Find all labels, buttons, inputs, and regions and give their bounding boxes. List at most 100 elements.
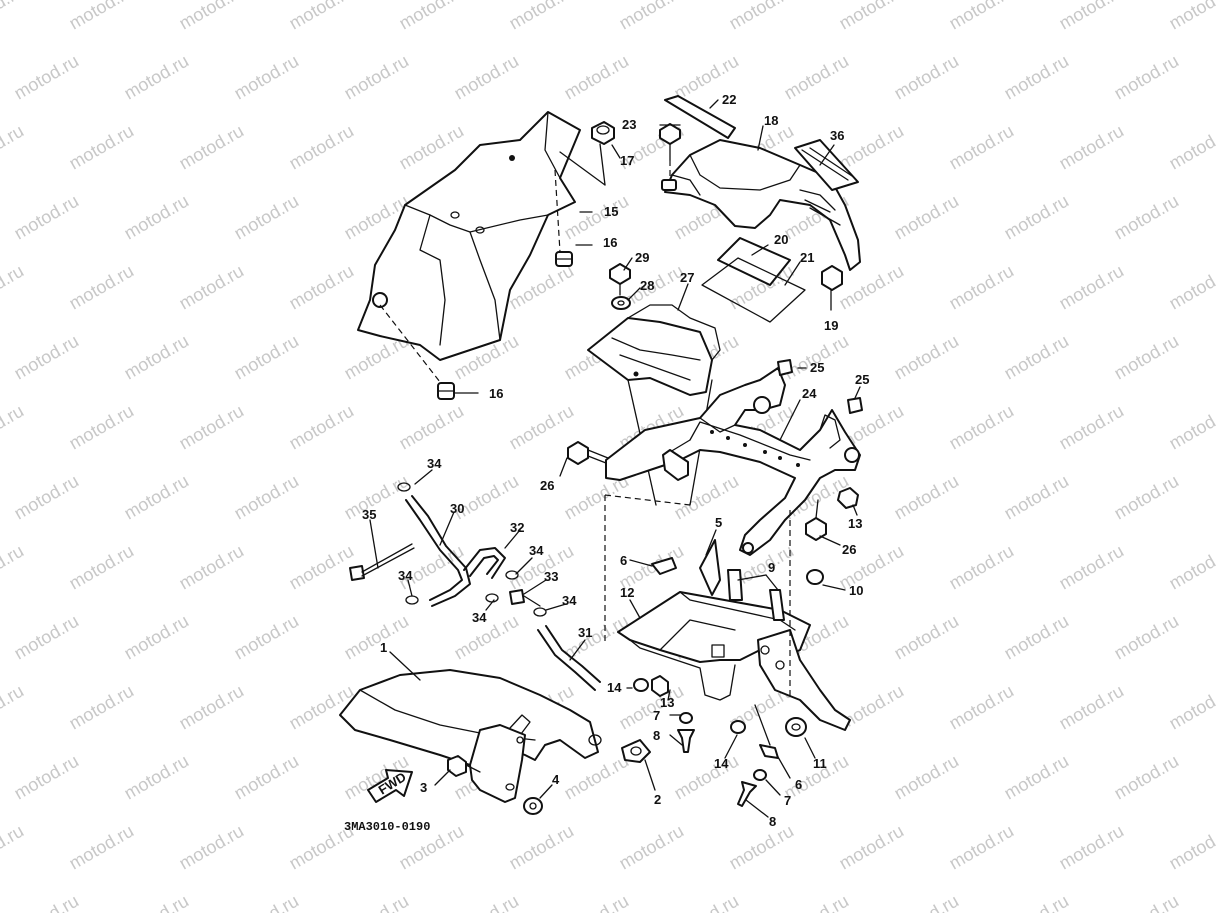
callout-34-d: 34 — [529, 543, 544, 558]
watermark-text: motod.ru — [1166, 821, 1217, 874]
callout-15: 15 — [604, 204, 618, 219]
part-16-bolt-upper — [555, 251, 573, 267]
callout-29: 29 — [635, 250, 649, 265]
watermark-text: motod.ru — [11, 611, 83, 664]
callout-17: 17 — [620, 153, 634, 168]
watermark-text: motod.ru — [176, 401, 248, 454]
part-26-bolt-right — [805, 499, 827, 541]
part-3-bolt — [447, 755, 481, 777]
callout-9: 9 — [768, 560, 775, 575]
part-18-tail-cowl — [664, 139, 861, 271]
watermark-text: motod.ru — [396, 401, 468, 454]
part-19-damper — [821, 265, 843, 291]
callout-12: 12 — [620, 585, 634, 600]
callout-6-upper: 6 — [620, 553, 627, 568]
watermark-text: motod.ru — [616, 0, 688, 33]
watermark-text: motod.ru — [1056, 821, 1128, 874]
watermark-text: motod.ru — [341, 891, 413, 913]
watermark-text: motod.ru — [286, 121, 358, 174]
watermark-text: motod.ru — [946, 681, 1018, 734]
watermark-text: motod.ru — [1056, 121, 1128, 174]
watermark-text: motod.ru — [946, 541, 1018, 594]
part-13-bolt-lower — [651, 675, 669, 697]
callout-35: 35 — [362, 507, 376, 522]
watermark-text: motod.ru — [1056, 0, 1128, 33]
callout-34-b: 34 — [398, 568, 413, 583]
callout-7-left: 7 — [653, 708, 660, 723]
watermark-text: motod.ru — [946, 261, 1018, 314]
callout-13-upper: 13 — [848, 516, 862, 531]
watermark-text: motod.ru — [1111, 331, 1183, 384]
watermark-text: motod.ru — [726, 821, 798, 874]
watermark-text: motod.ru — [671, 751, 743, 804]
callout-25-upper: 25 — [810, 360, 824, 375]
diagram-code: 3MA3010-0190 — [344, 820, 430, 834]
watermark-text: motod.ru — [561, 891, 633, 913]
part-13-nut-upper — [837, 487, 859, 509]
watermark-text: motod.ru — [1166, 541, 1217, 594]
watermark-text: motod.ru — [231, 611, 303, 664]
part-10-grommet — [785, 717, 807, 737]
callout-2: 2 — [654, 792, 661, 807]
watermark-text: motod.ru — [506, 401, 578, 454]
part-14-washer-left — [633, 678, 649, 692]
watermark-text: motod.ru — [1001, 331, 1073, 384]
watermark-text: motod.ru — [1166, 401, 1217, 454]
callout-18: 18 — [764, 113, 778, 128]
watermark-text: motod.ru — [561, 611, 633, 664]
watermark-text: motod.ru — [176, 541, 248, 594]
watermark-text: motod.ru — [781, 51, 853, 104]
part-11-grommet — [806, 569, 824, 585]
part-8-rivet-b — [737, 781, 757, 807]
callout-32: 32 — [510, 520, 524, 535]
watermark-text: motod.ru — [891, 51, 963, 104]
callout-16-upper: 16 — [603, 235, 617, 250]
watermark-text: motod.ru — [1056, 261, 1128, 314]
watermark-text: motod.ru — [231, 471, 303, 524]
callout-33: 33 — [544, 569, 558, 584]
watermark-text: motod.ru — [1111, 471, 1183, 524]
watermark-text: motod.ru — [946, 0, 1018, 33]
watermark-text: motod.ru — [836, 121, 908, 174]
watermark-text: motod.ru — [121, 51, 193, 104]
watermark-text: motod.ru — [0, 681, 27, 734]
callout-13-lower: 13 — [660, 695, 674, 710]
watermark-text: motod.ru — [891, 331, 963, 384]
watermark-text: motod.ru — [11, 51, 83, 104]
watermark-text: motod.ru — [1001, 611, 1073, 664]
watermark-text: motod.ru — [66, 121, 138, 174]
watermark-text: motod.ru — [286, 0, 358, 33]
callout-4: 4 — [552, 772, 560, 787]
watermark-text: motod.ru — [121, 331, 193, 384]
callout-23: 23 — [622, 117, 636, 132]
watermark-text: motod.ru — [451, 891, 523, 913]
watermark-text: motod.ru — [66, 0, 138, 33]
watermark-text: motod.ru — [1111, 191, 1183, 244]
watermark-text: motod.ru — [66, 681, 138, 734]
watermark-text: motod.ru — [341, 51, 413, 104]
part-8-rivet-a — [677, 729, 695, 753]
callout-25-lower: 25 — [855, 372, 869, 387]
watermark-text: motod.ru — [891, 611, 963, 664]
watermark-text: motod.ru — [891, 751, 963, 804]
watermark-text: motod.ru — [231, 51, 303, 104]
part-23-screw — [659, 123, 681, 191]
callout-11: 10 — [849, 583, 863, 598]
watermark-text: motod.ru — [0, 821, 27, 874]
part-17-nut — [559, 121, 615, 186]
callout-34-e: 34 — [562, 593, 577, 608]
watermark-text: motod.ru — [286, 541, 358, 594]
watermark-text: motod.ru — [176, 681, 248, 734]
watermark-text: motod.ru — [561, 51, 633, 104]
watermark-text: motod.ru — [0, 0, 27, 33]
callout-14-right: 14 — [714, 756, 729, 771]
watermark-text: motod.ru — [11, 191, 83, 244]
watermark-text: motod.ru — [946, 821, 1018, 874]
part-20-pad — [717, 237, 791, 286]
watermark-text: motod.ru — [506, 821, 578, 874]
callout-19: 19 — [824, 318, 838, 333]
watermark-text: motod.ru — [0, 541, 27, 594]
callout-14-left: 14 — [607, 680, 622, 695]
callout-27: 27 — [680, 270, 694, 285]
watermark-text: motod.ru — [231, 191, 303, 244]
